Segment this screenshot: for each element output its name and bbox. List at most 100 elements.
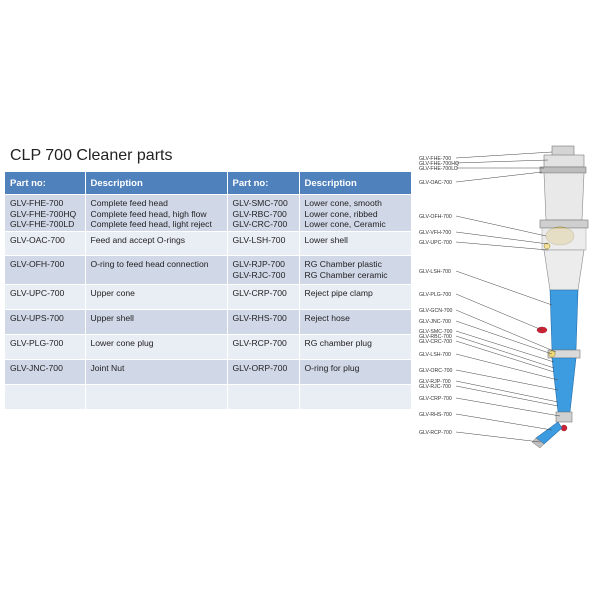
description-cell: Joint Nut: [85, 359, 228, 385]
leader-line: [455, 159, 549, 164]
leader-line: [455, 309, 557, 353]
cell-line: Upper cone: [90, 288, 135, 298]
table-row: GLV-OFH-700 O-ring to feed head connectio…: [5, 255, 412, 285]
diagram-label: GLV-CRC-700: [419, 339, 452, 345]
leader-line: [455, 293, 543, 331]
part-no-cell: [227, 384, 300, 409]
part-no-cell: GLV-CRP-700: [227, 284, 300, 310]
diagram-label: GLV-OAC-700: [419, 180, 452, 186]
cell-line: Joint Nut: [90, 363, 125, 373]
cell-line: GLV-RHS-700: [232, 313, 287, 323]
cell-line: O-ring for plug: [304, 363, 360, 373]
cell-line: Lower cone, ribbed: [304, 208, 378, 219]
cell-line: GLV-OFH-700: [10, 259, 65, 269]
feed-head-illustration: [539, 145, 589, 291]
table-row: GLV-OAC-700 Feed and accept O-rings GLV-LS…: [5, 231, 412, 256]
diagram-label: GLV-FHE-700LD: [419, 166, 458, 172]
cell-line: GLV-RCP-700: [232, 338, 287, 348]
reject-hose-illustration: [531, 421, 563, 449]
header-part-no-2: Part no:: [227, 172, 300, 195]
leader-line: [455, 431, 541, 443]
description-cell: O-ring for plug: [299, 359, 412, 385]
cell-line: Lower cone, Ceramic: [304, 219, 386, 229]
diagram-label: GLV-RJC-700: [419, 384, 451, 390]
cell-line: Complete feed head: [90, 198, 168, 208]
cell-line: Feed and accept O-rings: [90, 235, 186, 245]
diagram-label: GLV-RHS-700: [419, 412, 452, 418]
part-no-cell: GLV-UPS-700: [5, 309, 86, 335]
header-description-2: Description: [299, 172, 412, 195]
cell-line: GLV-UPC-700: [10, 288, 65, 298]
cell-line: RG Chamber plastic: [304, 259, 382, 269]
cleaner-diagram: GLV-FHE-700GLV-FHE-700HQGLV-FHE-700LDGLV…: [419, 145, 589, 449]
leader-line: [455, 335, 555, 369]
description-cell: Feed and accept O-rings: [85, 231, 228, 256]
table-row: GLV-UPS-700 Upper shell GLV-RHS-700 Reject …: [5, 309, 412, 335]
description-cell: O-ring to feed head connection: [85, 255, 228, 285]
leader-line: [455, 353, 559, 381]
diagram-label: GLV-FHE-700HQ: [419, 161, 459, 167]
leader-line: [455, 380, 559, 403]
table-row: GLV-UPC-700 Upper cone GLV-CRP-700 Reject p…: [5, 284, 412, 310]
table-header-row: Part no: Description Part no: Descriptio…: [5, 172, 412, 195]
header-description-1: Description: [85, 172, 228, 195]
cell-line: RG chamber plug: [304, 338, 372, 348]
diagram-label: GLV-LSH-700: [419, 352, 451, 358]
part-no-cell: GLV-LSH-700: [227, 231, 300, 256]
cell-line: RG Chamber ceramic: [304, 269, 388, 280]
leader-line: [455, 413, 553, 431]
diagram-label: GLV-OFH-700: [419, 214, 452, 220]
diagram-label: GLV-ORC-700: [419, 368, 452, 374]
cell-line: GLV-PLG-700: [10, 338, 64, 348]
diagram-label: GLV-RCP-700: [419, 430, 452, 436]
description-cell: Upper cone: [85, 284, 228, 310]
diagram-label: GLV-PLG-700: [419, 292, 451, 298]
leader-line: [455, 215, 547, 237]
diagram-label: GLV-GCN-700: [419, 308, 452, 314]
cell-line: Complete feed head, light reject: [90, 219, 212, 229]
leader-line: [455, 270, 553, 306]
leader-line: [455, 151, 553, 159]
leader-line: [455, 231, 549, 245]
description-cell: [299, 384, 412, 409]
diagram-label: GLV-CRP-700: [419, 396, 452, 402]
part-no-cell: GLV-OFH-700: [5, 255, 86, 285]
diagram-label: GLV-LSH-700: [419, 269, 451, 275]
part-no-cell: [5, 384, 86, 409]
page-title: CLP 700 Cleaner parts: [10, 147, 173, 164]
leader-line: [455, 171, 543, 183]
description-cell: Reject pipe clamp: [299, 284, 412, 310]
diagram-label-group: GLV-FHE-700GLV-FHE-700HQGLV-FHE-700LDGLV…: [419, 151, 561, 443]
cell-line: Reject hose: [304, 313, 350, 323]
cell-line: Reject pipe clamp: [304, 288, 373, 298]
description-cell: RG chamber plug: [299, 334, 412, 360]
part-no-cell: GLV-OAC-700: [5, 231, 86, 256]
part-no-cell: GLV-RHS-700: [227, 309, 300, 335]
cell-line: O-ring to feed head connection: [90, 259, 209, 269]
cell-line: GLV-LSH-700: [232, 235, 286, 245]
lower-shell-illustration: [547, 289, 581, 432]
leader-line: [455, 369, 559, 391]
diagram-label: GLV-VFH-700: [419, 230, 451, 236]
description-cell: Reject hose: [299, 309, 412, 335]
cell-line: GLV-UPS-700: [10, 313, 64, 323]
description-cell: [85, 384, 228, 409]
description-cell: Lower shell: [299, 231, 412, 256]
leader-line: [455, 241, 549, 251]
cell-line: GLV-FHE-700HQ: [10, 208, 77, 219]
description-cell: Upper shell: [85, 309, 228, 335]
cell-line: GLV-RJP-700: [232, 259, 285, 269]
cell-line: GLV-RJC-700: [232, 269, 286, 280]
diagram-label: GLV-JNC-700: [419, 319, 451, 325]
part-no-cell: GLV-ORP-700: [227, 359, 300, 385]
part-no-cell: GLV-PLG-700: [5, 334, 86, 360]
header-part-no-1: Part no:: [5, 172, 86, 195]
leader-line: [455, 397, 561, 417]
cell-line: GLV-OAC-700: [10, 235, 65, 245]
